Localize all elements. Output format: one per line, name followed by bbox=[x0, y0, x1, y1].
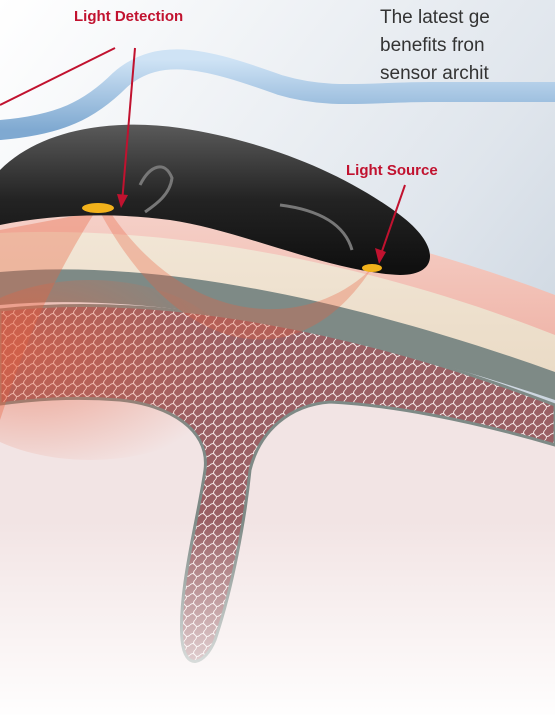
body-copy: The latest ge benefits fron sensor archi… bbox=[380, 4, 555, 88]
bottom-fade bbox=[0, 520, 555, 715]
light-source-led bbox=[362, 264, 382, 272]
copy-line-2: benefits fron bbox=[380, 32, 555, 60]
copy-line-3: sensor archit bbox=[380, 60, 555, 88]
light-detector-led bbox=[82, 203, 114, 213]
light-detection-label: Light Detection bbox=[74, 8, 183, 25]
light-source-label: Light Source bbox=[346, 162, 438, 179]
copy-line-1: The latest ge bbox=[380, 4, 555, 32]
